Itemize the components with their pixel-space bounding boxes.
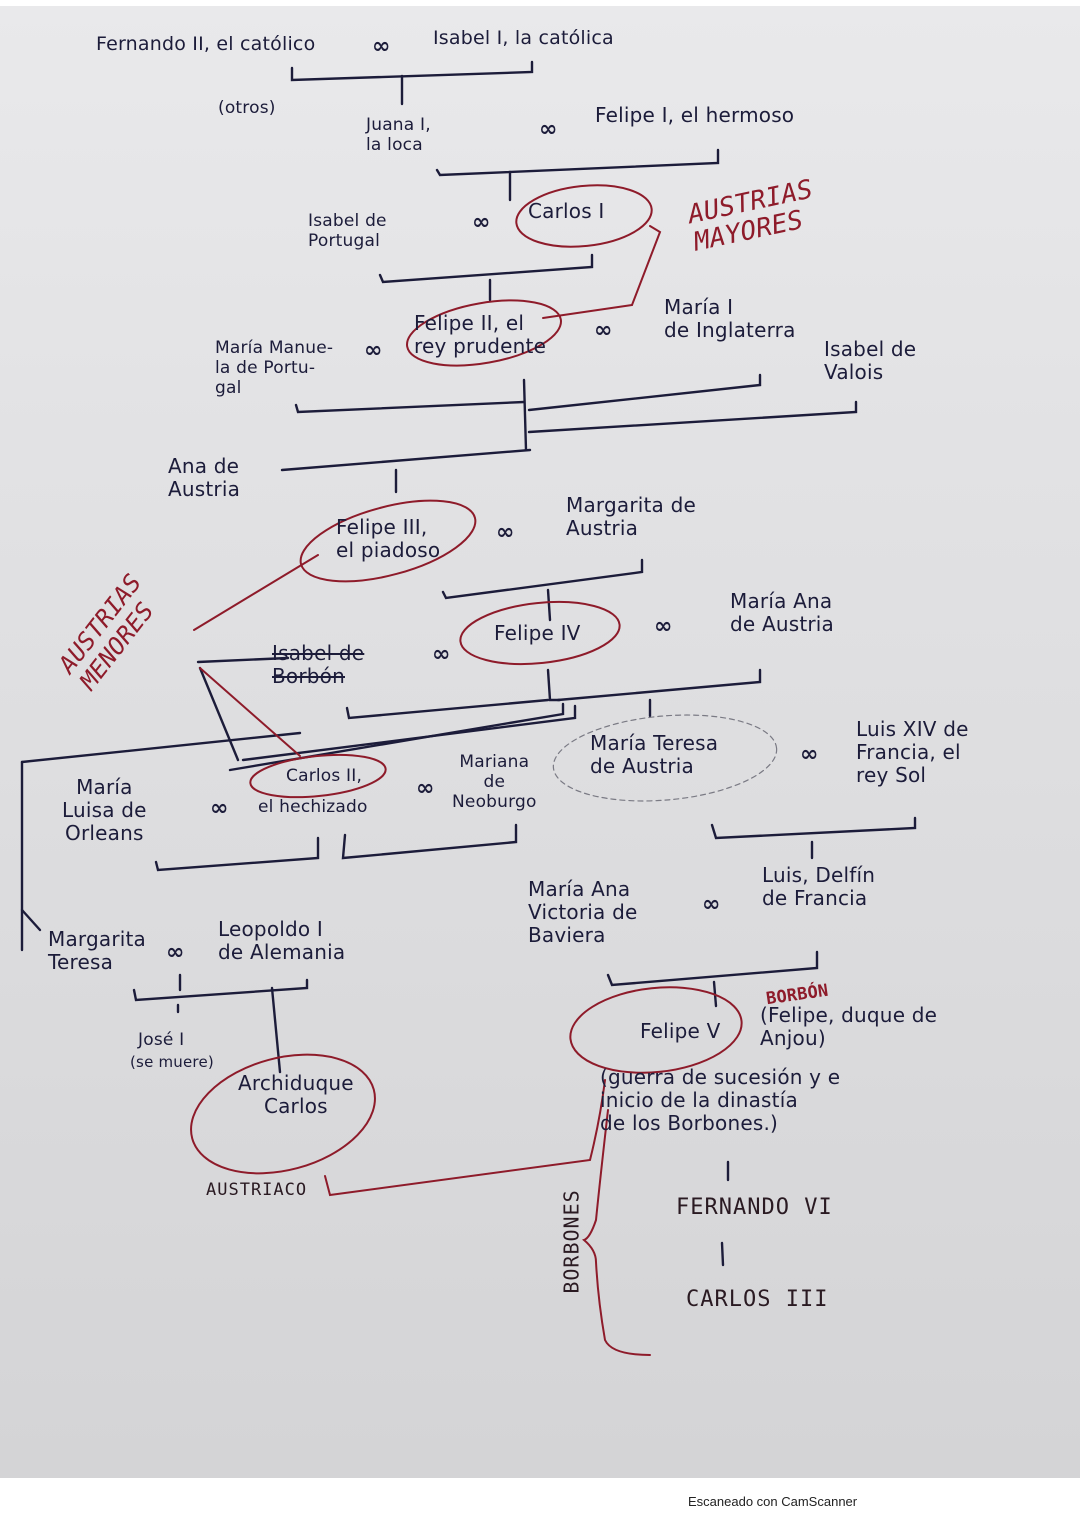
person-carlos-ii-epithet: el hechizado [258, 797, 368, 817]
person-isabel-i: Isabel I, la católica [433, 27, 614, 49]
person-carlos-ii: Carlos II, [286, 766, 363, 786]
note-jose-i-se-muere: (se muere) [130, 1053, 214, 1071]
person-felipe-v: Felipe V [640, 1019, 721, 1043]
person-luis-xiv: Luis XIV de Francia, el rey Sol [856, 717, 969, 787]
person-isabel-de-valois: Isabel de Valois [824, 337, 917, 384]
label-otros: (otros) [218, 98, 276, 118]
person-maria-i-inglaterra: María I de Inglaterra [664, 295, 796, 342]
person-isabel-de-borbon: Isabel de Borbón [272, 641, 365, 688]
person-ana-de-austria: Ana de Austria [168, 454, 241, 501]
person-isabel-de-portugal: Isabel de Portugal [308, 211, 387, 251]
person-maria-ana-de-baviera: María Ana Victoria de Baviera [528, 877, 638, 947]
marriage-symbol: ∞ [432, 642, 450, 667]
person-mariana-de-austria: María Ana de Austria [730, 589, 835, 636]
person-fernando-vi: FERNANDO VI [676, 1195, 833, 1220]
scanner-footer: Escaneado con CamScanner [0, 1478, 1080, 1528]
person-juana-i: Juana I, la loca [366, 115, 431, 155]
marriage-symbol: ∞ [654, 614, 672, 639]
person-carlos-iii: CARLOS III [686, 1287, 829, 1312]
person-felipe-ii: Felipe II, el rey prudente [414, 311, 547, 358]
person-fernando-ii: Fernando II, el católico [96, 33, 316, 55]
person-maria-luisa-orleans: María Luisa de Orleans [62, 775, 147, 845]
marriage-symbol: ∞ [166, 940, 184, 965]
camscanner-watermark: Escaneado con CamScanner [688, 1494, 858, 1509]
person-margarita-de-austria: Margarita de Austria [566, 493, 696, 540]
person-mariana-de-neoburgo: Mariana de Neoburgo [452, 752, 537, 812]
person-felipe-iv: Felipe IV [494, 621, 581, 645]
person-felipe-i: Felipe I, el hermoso [595, 103, 795, 127]
person-maria-teresa-de-austria: María Teresa de Austria [590, 731, 719, 778]
marriage-symbol: ∞ [372, 34, 390, 59]
marriage-symbol: ∞ [800, 742, 818, 767]
person-margarita-teresa: Margarita Teresa [48, 927, 147, 974]
marriage-symbol: ∞ [210, 796, 228, 821]
person-archiduque-carlos: Archiduque Carlos [238, 1071, 354, 1118]
label-austriaco: AUSTRIACO [206, 1180, 308, 1200]
marriage-symbol: ∞ [496, 520, 514, 545]
label-borbones: BORBONES [559, 1189, 584, 1294]
person-leopoldo-i: Leopoldo I de Alemania [218, 917, 346, 964]
person-jose-i: José I [138, 1030, 185, 1050]
person-luis-delfin: Luis, Delfín de Francia [762, 863, 876, 910]
marriage-symbol: ∞ [702, 892, 720, 917]
marriage-symbol: ∞ [594, 318, 612, 343]
marriage-symbol: ∞ [539, 117, 557, 142]
marriage-symbol: ∞ [416, 776, 434, 801]
person-felipe-iii: Felipe III, el piadoso [336, 515, 441, 562]
marriage-symbol: ∞ [472, 210, 490, 235]
person-felipe-v-alias: (Felipe, duque de Anjou) [760, 1003, 938, 1050]
scanned-paper [0, 6, 1080, 1478]
note-felipe-v-guerra-sucesion: (guerra de sucesión y e inicio de la din… [600, 1065, 841, 1135]
marriage-symbol: ∞ [364, 338, 382, 363]
person-carlos-i: Carlos I [528, 199, 605, 223]
person-maria-manuela: María Manue- la de Portu- gal [215, 338, 334, 398]
